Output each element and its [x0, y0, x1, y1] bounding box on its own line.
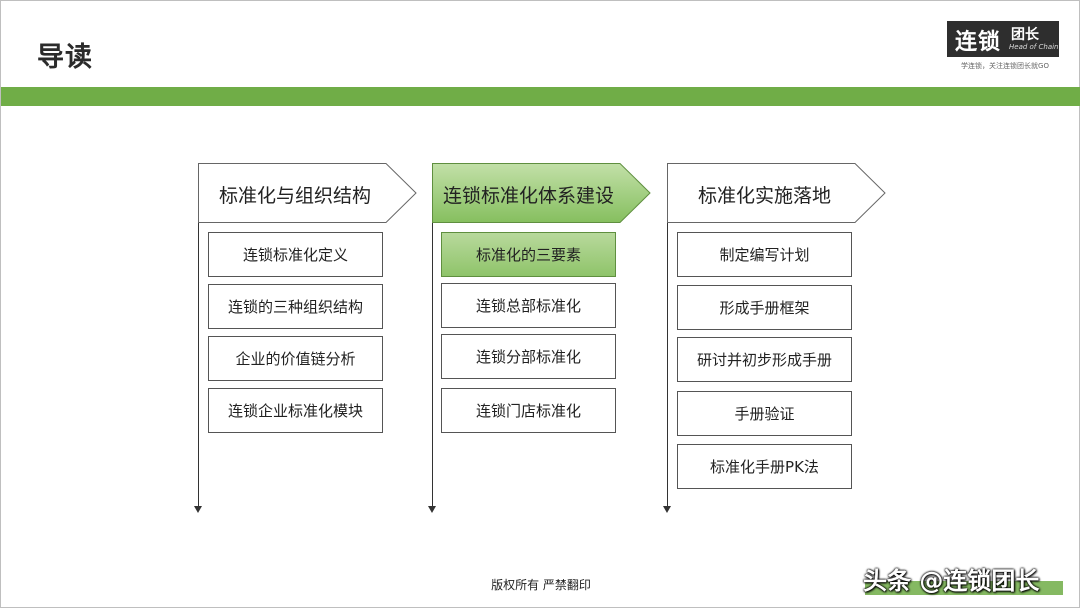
column-2-item: 连锁分部标准化: [441, 334, 616, 379]
column-2-header: 连锁标准化体系建设: [443, 185, 615, 207]
brand-logo: 连锁 团长 Head of Chain: [947, 21, 1059, 57]
column-2-item: 连锁总部标准化: [441, 283, 616, 328]
column-1-item: 连锁标准化定义: [208, 232, 383, 277]
column-3-timeline: [667, 164, 668, 507]
column-2-item: 连锁门店标准化: [441, 388, 616, 433]
column-1-item: 连锁企业标准化模块: [208, 388, 383, 433]
watermark-text: 头条 @连锁团长: [863, 567, 1040, 595]
column-3-item: 制定编写计划: [677, 232, 852, 277]
column-3-item: 标准化手册PK法: [677, 444, 852, 489]
column-2-timeline: [432, 164, 433, 507]
column-1-header: 标准化与组织结构: [219, 185, 372, 207]
column-3-item: 研讨并初步形成手册: [677, 337, 852, 382]
column-3-header-shape: [667, 163, 886, 223]
logo-main-text: 连锁: [955, 30, 1002, 55]
logo-english-text: Head of Chain: [1009, 43, 1059, 51]
column-2-item-active: 标准化的三要素: [441, 232, 616, 277]
column-3-item: 形成手册框架: [677, 285, 852, 330]
column-3-header: 标准化实施落地: [698, 185, 832, 207]
column-1-timeline: [198, 164, 199, 507]
column-1-arrow-icon: [194, 506, 202, 513]
column-1-header-shape: [198, 163, 417, 223]
column-2-header-shape: [432, 163, 651, 223]
column-2-arrow-icon: [428, 506, 436, 513]
column-1-item: 连锁的三种组织结构: [208, 284, 383, 329]
logo-slogan: 学连锁，关注连锁团长就GO: [961, 62, 1049, 70]
header-divider-bar: [1, 87, 1080, 106]
watermark-strip: [865, 581, 1063, 595]
copyright-text: 版权所有 严禁翻印: [491, 578, 591, 592]
page-title: 导读: [37, 42, 93, 73]
column-3-item: 手册验证: [677, 391, 852, 436]
column-3-arrow-icon: [663, 506, 671, 513]
logo-side-text: 团长: [1011, 27, 1039, 43]
column-1-item: 企业的价值链分析: [208, 336, 383, 381]
